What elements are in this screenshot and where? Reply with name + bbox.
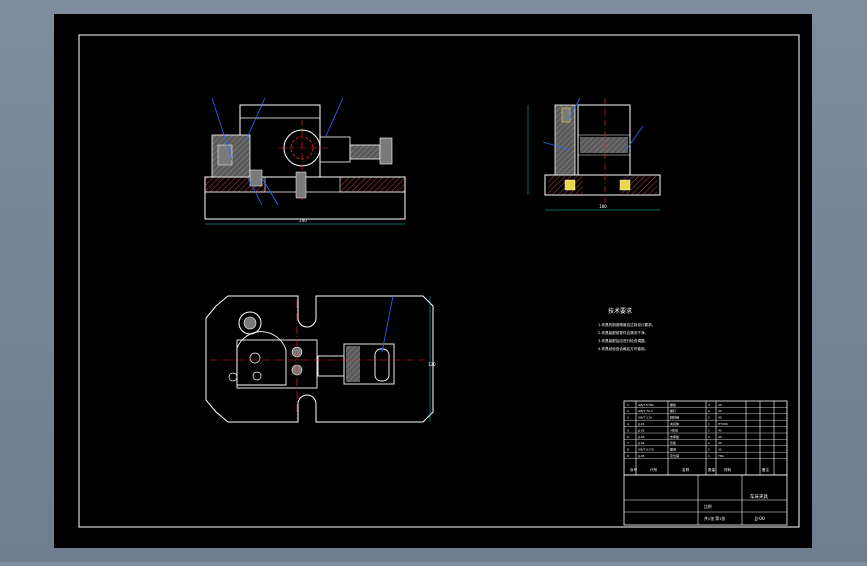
bom-cell: 45 — [718, 416, 722, 420]
bom-cell: 定位销 — [670, 453, 679, 458]
bom-cell: 2 — [627, 409, 629, 413]
bom-cell: 1 — [708, 454, 710, 458]
bom-cell: GB/T 119 — [638, 416, 652, 420]
bom-cell: 1 — [708, 441, 710, 445]
technical-notes: 技术要求 1.夹具的制造精度应达到设计要求。 2.夹具装配前零件应清洗干净。 3… — [598, 307, 655, 351]
bom-cell: 45 — [718, 428, 722, 432]
bom-cell: 5 — [627, 428, 629, 432]
bom-cell: 夹具体 — [670, 421, 679, 426]
bom-header-code: 代号 — [650, 467, 658, 472]
drawing-number: JJ-00 — [754, 516, 765, 522]
bom-cell: 3 — [627, 416, 629, 420]
bom-cell: 45 — [718, 403, 722, 407]
bom-header-material: 材料 — [724, 467, 732, 472]
bom-cell: JJ-05 — [637, 454, 645, 458]
bom-cell: 4 — [708, 403, 710, 407]
bom-cell: JJ-02 — [637, 428, 645, 432]
dim-front-width: 240 — [299, 218, 307, 223]
bom-cell: GB/T 5782 — [638, 403, 654, 407]
drawing-border — [78, 34, 800, 528]
bom-cell: 2 — [708, 409, 710, 413]
dim-side-width: 180 — [599, 204, 607, 209]
tech-note-1: 1.夹具的制造精度应达到设计要求。 — [598, 322, 655, 327]
bom-cell: 45 — [718, 409, 722, 413]
bom-cell: 1 — [708, 422, 710, 426]
bom-cell: GB/T 70.1 — [638, 409, 653, 413]
bom-header-no: 序号 — [630, 467, 638, 472]
bom-header-name: 名称 — [682, 467, 690, 472]
bom-cell: JJ-04 — [637, 441, 645, 445]
bom-header-qty: 数量 — [708, 467, 716, 472]
sheet-background — [54, 14, 812, 548]
bom-cell: 45 — [718, 441, 722, 445]
bom-cell: 8 — [627, 448, 629, 452]
bom-cell: 45 — [718, 435, 722, 439]
bom-cell: 1 — [708, 428, 710, 432]
bom-cell: 2 — [708, 435, 710, 439]
tech-note-2: 2.夹具装配前零件应清洗干净。 — [598, 330, 648, 335]
bom-cell: 7 — [627, 441, 629, 445]
drawing-name: 车床夹具 — [750, 493, 768, 500]
bom-cell: 35 — [718, 448, 722, 452]
bom-cell: 4 — [627, 422, 629, 426]
dim-plan-height: 120 — [428, 362, 436, 367]
scale-label: 比例 — [704, 504, 712, 509]
bom-cell: 1 — [627, 403, 629, 407]
bom-cell: T8A — [717, 454, 725, 458]
side-view: 180 — [527, 97, 661, 211]
bom-cell: 2 — [708, 416, 710, 420]
title-block: 车床夹具 JJ-00 共1张 第1张 比例 — [623, 474, 788, 526]
bom-cell: 6 — [627, 435, 629, 439]
front-view: 240 — [204, 97, 406, 225]
bom-cell: JJ-03 — [637, 435, 645, 439]
bom-cell: 2 — [708, 448, 710, 452]
bom-cell: 圆柱销 — [670, 415, 679, 420]
bom-cell: JJ-01 — [637, 422, 645, 426]
bom-header-remark: 备注 — [762, 467, 770, 472]
bom-cell: 9 — [627, 454, 629, 458]
tech-note-4: 4.夹具经检查合格后方可使用。 — [598, 346, 648, 351]
bom-cell: 螺栓 — [670, 402, 676, 407]
bom-cell: 支承板 — [670, 434, 679, 439]
bom-cell: 螺母 — [670, 447, 676, 452]
bom-cell: V形块 — [670, 427, 678, 432]
tech-notes-title: 技术要求 — [608, 307, 632, 315]
plan-view: 120 — [205, 295, 436, 423]
bom-cell: GB/T 6170 — [638, 448, 654, 452]
bom-cell: 螺钉 — [670, 408, 676, 413]
bom-cell: HT200 — [718, 422, 728, 426]
sheet-count: 共1张 第1张 — [704, 516, 725, 521]
bom-cell: 压板 — [670, 440, 676, 445]
tech-note-3: 3.夹具装配后应进行检查调整。 — [598, 338, 648, 343]
